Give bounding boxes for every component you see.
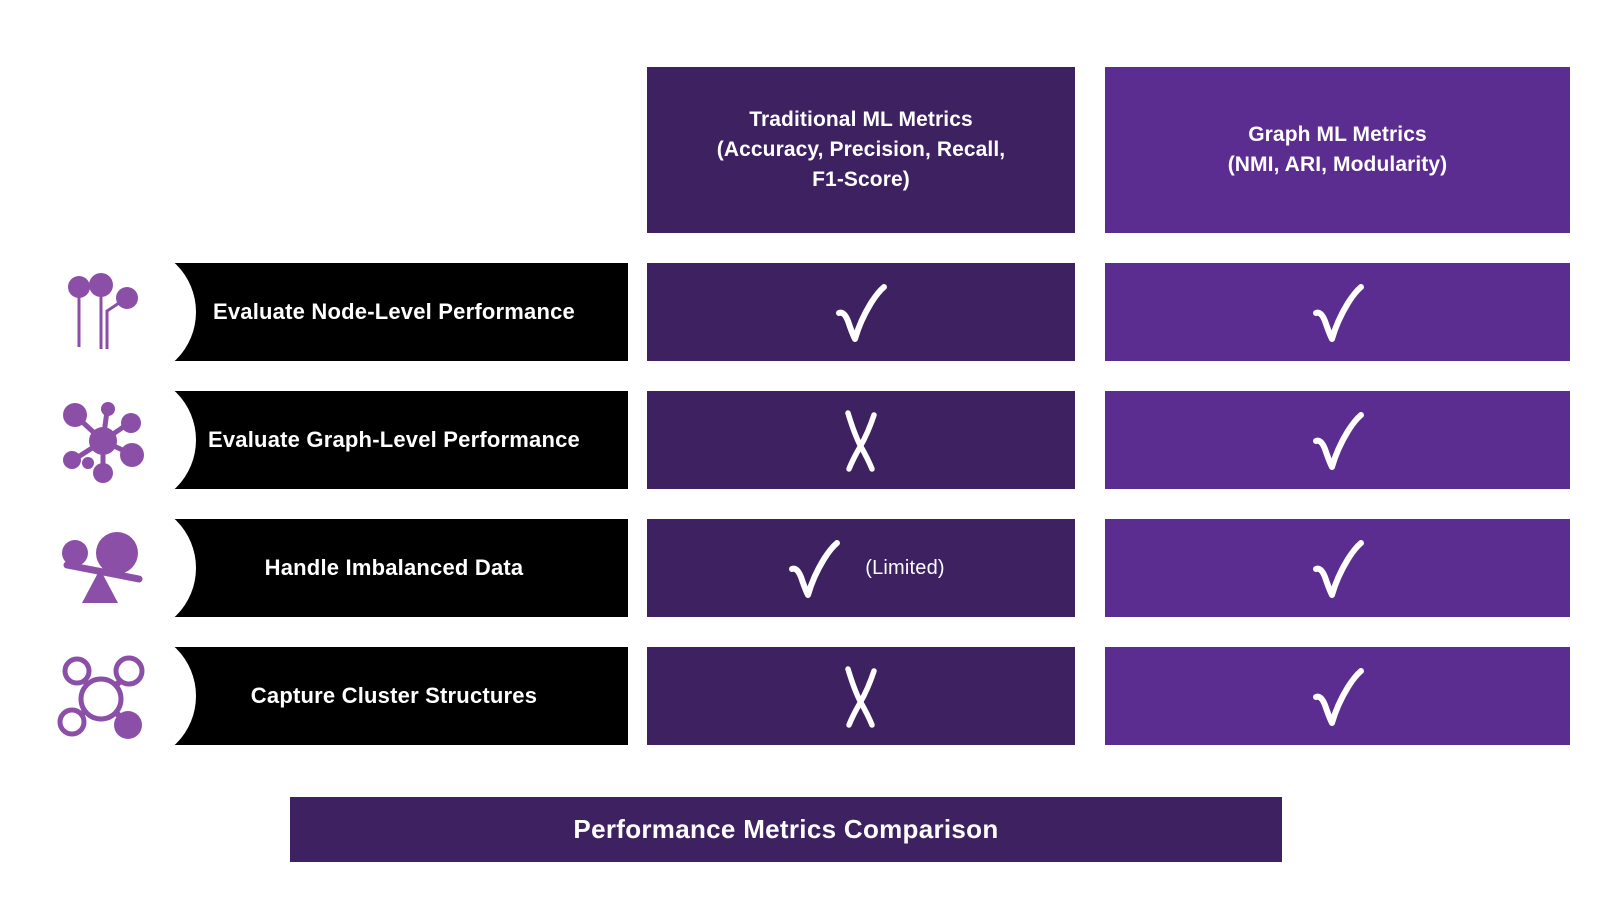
row-label-notch [62,373,196,507]
row-label-text: Capture Cluster Structures [250,683,538,708]
node-stems-icon [55,265,155,361]
check-icon [1301,531,1375,605]
row-label-text: Evaluate Node-Level Performance [212,299,575,324]
column-header-subtitle: (Accuracy, Precision, Recall, [716,138,1006,161]
cell-graph-row-3 [1105,647,1570,745]
row-label-notch [62,245,196,379]
table-row: Evaluate Node-Level Performance [0,245,1600,379]
cell-traditional-row-1 [647,391,1075,489]
check-icon [824,275,898,349]
cross-icon [824,659,898,733]
cell-graph-row-2 [1105,519,1570,617]
column-header-subtitle: (NMI, ARI, Modularity) [1227,153,1448,176]
column-header-subtitle-2: F1-Score) [812,168,910,191]
check-icon [1301,275,1375,349]
cell-traditional-row-2: (Limited) [647,519,1075,617]
column-header-graph-ml: Graph ML Metrics (NMI, ARI, Modularity) [1105,67,1570,233]
table-row: Handle Imbalanced Data (Limited) [0,501,1600,635]
row-label-bar: Evaluate Node-Level Performance [62,245,628,379]
check-icon [777,531,851,605]
cell-traditional-row-0 [647,263,1075,361]
row-label-text: Evaluate Graph-Level Performance [208,427,580,452]
column-header-title: Traditional ML Metrics [749,108,973,131]
footer-title-bar: Performance Metrics Comparison [290,797,1282,862]
cell-note-limited: (Limited) [865,556,945,579]
column-header-title: Graph ML Metrics [1248,123,1427,146]
check-icon [1301,403,1375,477]
check-icon [1301,659,1375,733]
cluster-nodes-icon [55,649,155,745]
cell-traditional-row-3 [647,647,1075,745]
column-header-traditional-ml: Traditional ML Metrics (Accuracy, Precis… [647,67,1075,233]
row-label-bar: Evaluate Graph-Level Performance [62,373,628,507]
cell-graph-row-0 [1105,263,1570,361]
network-hub-icon [55,393,155,489]
table-row: Evaluate Graph-Level Performance [0,373,1600,507]
row-label-bar: Capture Cluster Structures [62,629,628,763]
table-row: Capture Cluster Structures [0,629,1600,763]
cell-graph-row-1 [1105,391,1570,489]
balance-scale-icon [55,521,155,617]
row-label-text: Handle Imbalanced Data [264,555,524,580]
row-label-bar: Handle Imbalanced Data [62,501,628,635]
cross-icon [824,403,898,477]
